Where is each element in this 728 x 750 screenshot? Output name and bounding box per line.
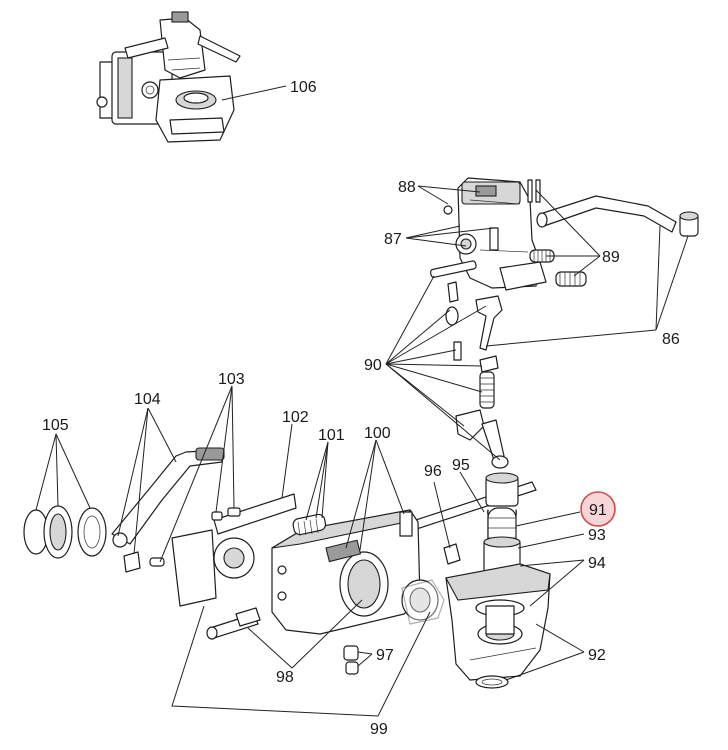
callout-94: 94	[588, 555, 606, 572]
upper-housing-drawing	[429, 177, 547, 291]
spring-parts-drawing	[529, 249, 587, 287]
callout-104: 104	[134, 391, 161, 408]
callout-90: 90	[364, 357, 382, 374]
callout-97: 97	[376, 647, 394, 664]
callout-101: 101	[318, 427, 345, 444]
callout-100: 100	[364, 425, 391, 442]
callout-93: 93	[588, 527, 606, 544]
assembled-coupling-drawing	[96, 11, 241, 143]
callout-99: 99	[370, 721, 388, 738]
callout-106: 106	[290, 79, 317, 96]
callout-102: 102	[282, 409, 309, 426]
handle-bar-drawing	[527, 179, 699, 237]
callout-98: 98	[276, 669, 294, 686]
callout-96: 96	[424, 463, 442, 480]
main-body-drawing	[23, 447, 537, 675]
callout-105: 105	[42, 417, 69, 434]
coupling-column-drawing	[445, 472, 551, 689]
callout-103: 103	[218, 371, 245, 388]
callout-92: 92	[588, 647, 606, 664]
callout-95: 95	[452, 457, 470, 474]
callout-88: 88	[398, 179, 416, 196]
callout-91: 91	[589, 502, 607, 519]
linkage-parts-drawing	[445, 281, 509, 469]
callout-labels: 106 88 87 89 86 90 91 93 94 92 95 96 97 …	[42, 79, 680, 738]
callout-86: 86	[662, 331, 680, 348]
highlight-ring	[580, 491, 616, 527]
leader-lines	[35, 85, 689, 717]
callout-87: 87	[384, 231, 402, 248]
callout-89: 89	[602, 249, 620, 266]
